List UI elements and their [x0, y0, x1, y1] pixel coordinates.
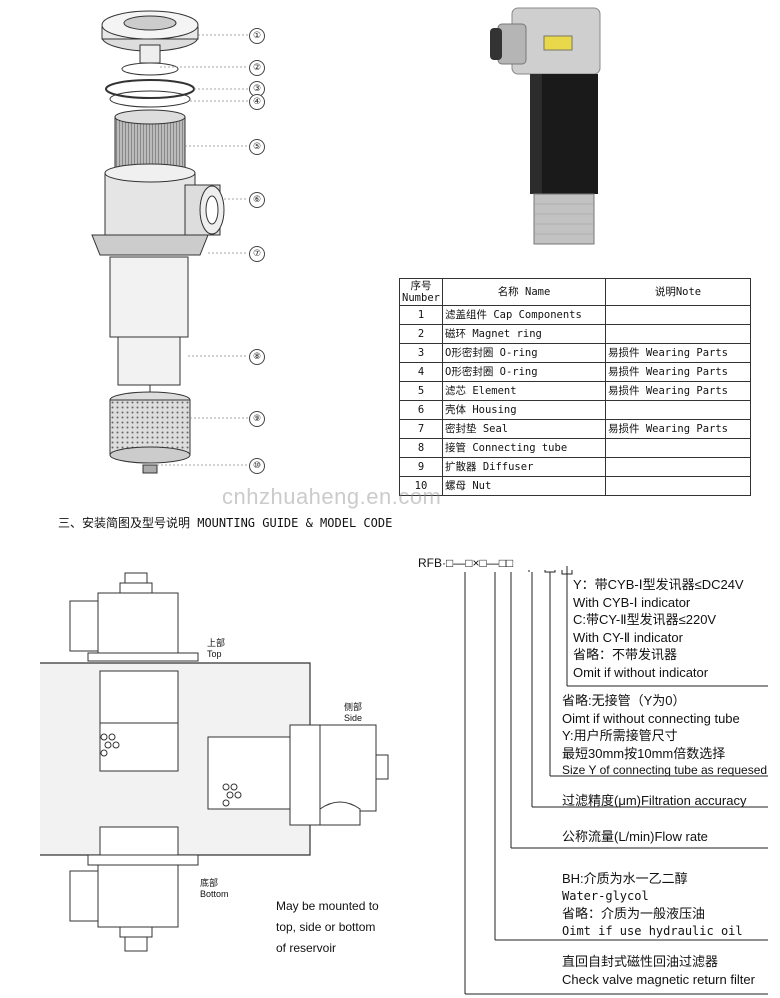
callout-4: ④ [249, 94, 265, 110]
label-bottom-cn: 底部 [200, 878, 219, 888]
medium-line-1: BH:介质为水一乙二醇 [562, 871, 688, 886]
callout-10: ⑩ [249, 458, 265, 474]
tube-line-4: 最短30mm按10mm倍数选择 [562, 745, 726, 761]
table-cell-note [605, 457, 751, 477]
product-line-cn: 直回自封式磁性回油过滤器 [562, 954, 719, 969]
table-cell-no: 7 [399, 419, 443, 439]
table-cell-name: 滤盖组件 Cap Components [442, 305, 606, 325]
table-cell-note: 易损件 Wearing Parts [605, 343, 751, 363]
table-cell-name: 密封垫 Seal [442, 419, 606, 439]
table-cell-name: 接管 Connecting tube [442, 438, 606, 458]
table-cell-no: 8 [399, 438, 443, 458]
watermark: cnhzhuaheng.en.com [222, 484, 442, 509]
tube-line-3: Y:用户所需接管尺寸 [562, 728, 678, 743]
tube-line-1: 省略:无接管（Y为0） [562, 693, 686, 708]
callout-8: ⑧ [249, 349, 265, 365]
label-bottom: 底部 Bottom [200, 878, 229, 900]
section-title: 三、安装简图及型号说明 MOUNTING GUIDE & MODEL CODE [58, 516, 393, 530]
table-cell-name: 螺母 Nut [442, 476, 606, 496]
table-cell-no: 5 [399, 381, 443, 401]
table-cell-note: 易损件 Wearing Parts [605, 362, 751, 382]
indicator-line-6: Omit if without indicator [573, 664, 709, 680]
table-cell-no: 6 [399, 400, 443, 420]
table-cell-name: O形密封圈 O-ring [442, 343, 606, 363]
tube-line-2: Oimt if without connecting tube [562, 710, 740, 726]
indicator-line-2: With CYB-Ⅰ indicator [573, 594, 691, 610]
table-cell-note [605, 438, 751, 458]
callout-3: ③ [249, 81, 265, 97]
callout-7: ⑦ [249, 246, 265, 262]
col-header-name: 名称 Name [442, 278, 606, 306]
callout-9: ⑨ [249, 411, 265, 427]
table-cell-note: 易损件 Wearing Parts [605, 381, 751, 401]
exploded-diagram [91, 10, 248, 474]
callout-2: ② [249, 60, 265, 76]
table-cell-no: 4 [399, 362, 443, 382]
table-cell-no: 3 [399, 343, 443, 363]
tube-block: 省略:无接管（Y为0） Oimt if without connecting t… [562, 692, 767, 780]
table-cell-name: 磁环 Magnet ring [442, 324, 606, 344]
medium-line-4: Oimt if use hydraulic oil [562, 923, 743, 938]
label-top-en: Top [207, 649, 222, 659]
mounting-diagram [40, 572, 389, 952]
indicator-line-5: 省略：不带发讯器 [573, 647, 678, 662]
table-cell-name: 壳体 Housing [442, 400, 606, 420]
table-cell-no: 10 [399, 476, 443, 496]
label-bottom-en: Bottom [200, 889, 229, 899]
callout-5: ⑤ [249, 139, 265, 155]
mounting-note: May be mounted to top, side or bottom of… [276, 896, 379, 959]
col-header-note: 说明Note [605, 278, 751, 306]
flow-label: 公称流量(L/min)Flow rate [562, 829, 708, 844]
medium-line-2: Water-glycol [562, 888, 649, 903]
mounting-note-line3: of reservoir [276, 941, 337, 955]
mounting-note-line2: top, side or bottom [276, 920, 376, 934]
label-top-cn: 上部 [207, 638, 226, 648]
table-cell-note [605, 305, 751, 325]
table-cell-no: 1 [399, 305, 443, 325]
accuracy-label: 过滤精度(μm)Filtration accuracy [562, 793, 747, 808]
model-code: RFB·□—□×□—□□ [418, 556, 514, 570]
table-cell-name: 滤芯 Element [442, 381, 606, 401]
callout-1: ① [249, 28, 265, 44]
indicator-line-1: Y：带CYB-Ⅰ型发讯器≤DC24V [573, 577, 744, 592]
product-photo [490, 7, 601, 245]
table-cell-no: 9 [399, 457, 443, 477]
model-code-brackets [464, 566, 768, 995]
product-line-en: Check valve magnetic return filter [562, 971, 755, 987]
indicator-block: Y：带CYB-Ⅰ型发讯器≤DC24V With CYB-Ⅰ indicator … [573, 576, 744, 681]
label-side-cn: 侧部 [344, 702, 363, 712]
medium-line-3: 省略：介质为一般液压油 [562, 906, 706, 921]
mounting-note-line1: May be mounted to [276, 899, 379, 913]
col-header-number: 序号 Number [399, 278, 443, 306]
indicator-line-3: C:带CY-Ⅱ型发讯器≤220V [573, 612, 717, 627]
label-side: 侧部 Side [344, 702, 362, 724]
label-top: 上部 Top [207, 638, 225, 660]
table-header-row: 序号 Number 名称 Name 说明Note [399, 278, 751, 306]
table-cell-note [605, 476, 751, 496]
tube-line-5: Size Y of connecting tube as requesed [562, 763, 768, 777]
table-cell-name: 扩散器 Diffuser [442, 457, 606, 477]
table-cell-note: 易损件 Wearing Parts [605, 419, 751, 439]
label-side-en: Side [344, 713, 363, 723]
indicator-line-4: With CY-Ⅱ indicator [573, 629, 683, 645]
table-cell-no: 2 [399, 324, 443, 344]
callout-6: ⑥ [249, 192, 265, 208]
table-cell-note [605, 324, 751, 344]
product-block: 直回自封式磁性回油过滤器 Check valve magnetic return… [562, 953, 755, 988]
medium-block: BH:介质为水一乙二醇 Water-glycol 省略：介质为一般液压油 Oim… [562, 870, 743, 940]
table-cell-name: O形密封圈 O-ring [442, 362, 606, 382]
table-cell-note [605, 400, 751, 420]
